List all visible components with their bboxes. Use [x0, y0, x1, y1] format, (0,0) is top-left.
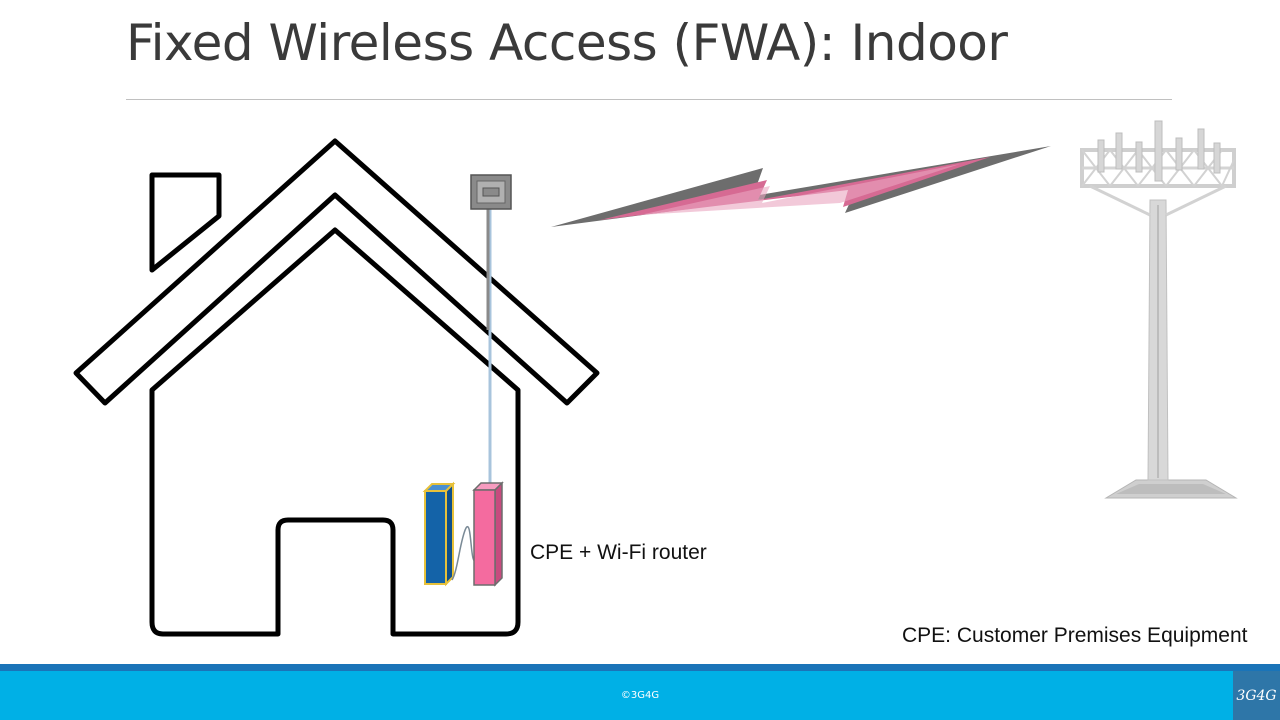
brand-logo-text: 3G4G [1236, 687, 1277, 704]
cpe-definition-note: CPE: Customer Premises Equipment [902, 624, 1248, 647]
footer-accent-bar [0, 664, 1280, 671]
fwa-diagram [73, 120, 1238, 637]
brand-logo: 3G4G [1233, 671, 1280, 720]
slide-title: Fixed Wireless Access (FWA): Indoor [126, 14, 1008, 72]
cell-tower-icon [1080, 120, 1238, 499]
connection-cable [451, 525, 477, 581]
cpe-label: CPE + Wi-Fi router [530, 541, 707, 564]
footer-bar [0, 671, 1280, 720]
wifi-router-icon [422, 481, 456, 587]
cpe-device-icon [472, 481, 504, 587]
lightning-signal-icon [551, 146, 1051, 227]
house-icon [73, 138, 600, 637]
title-divider [126, 99, 1172, 100]
copyright-text: ©3G4G [620, 690, 660, 701]
rooftop-antenna-icon [470, 174, 512, 488]
